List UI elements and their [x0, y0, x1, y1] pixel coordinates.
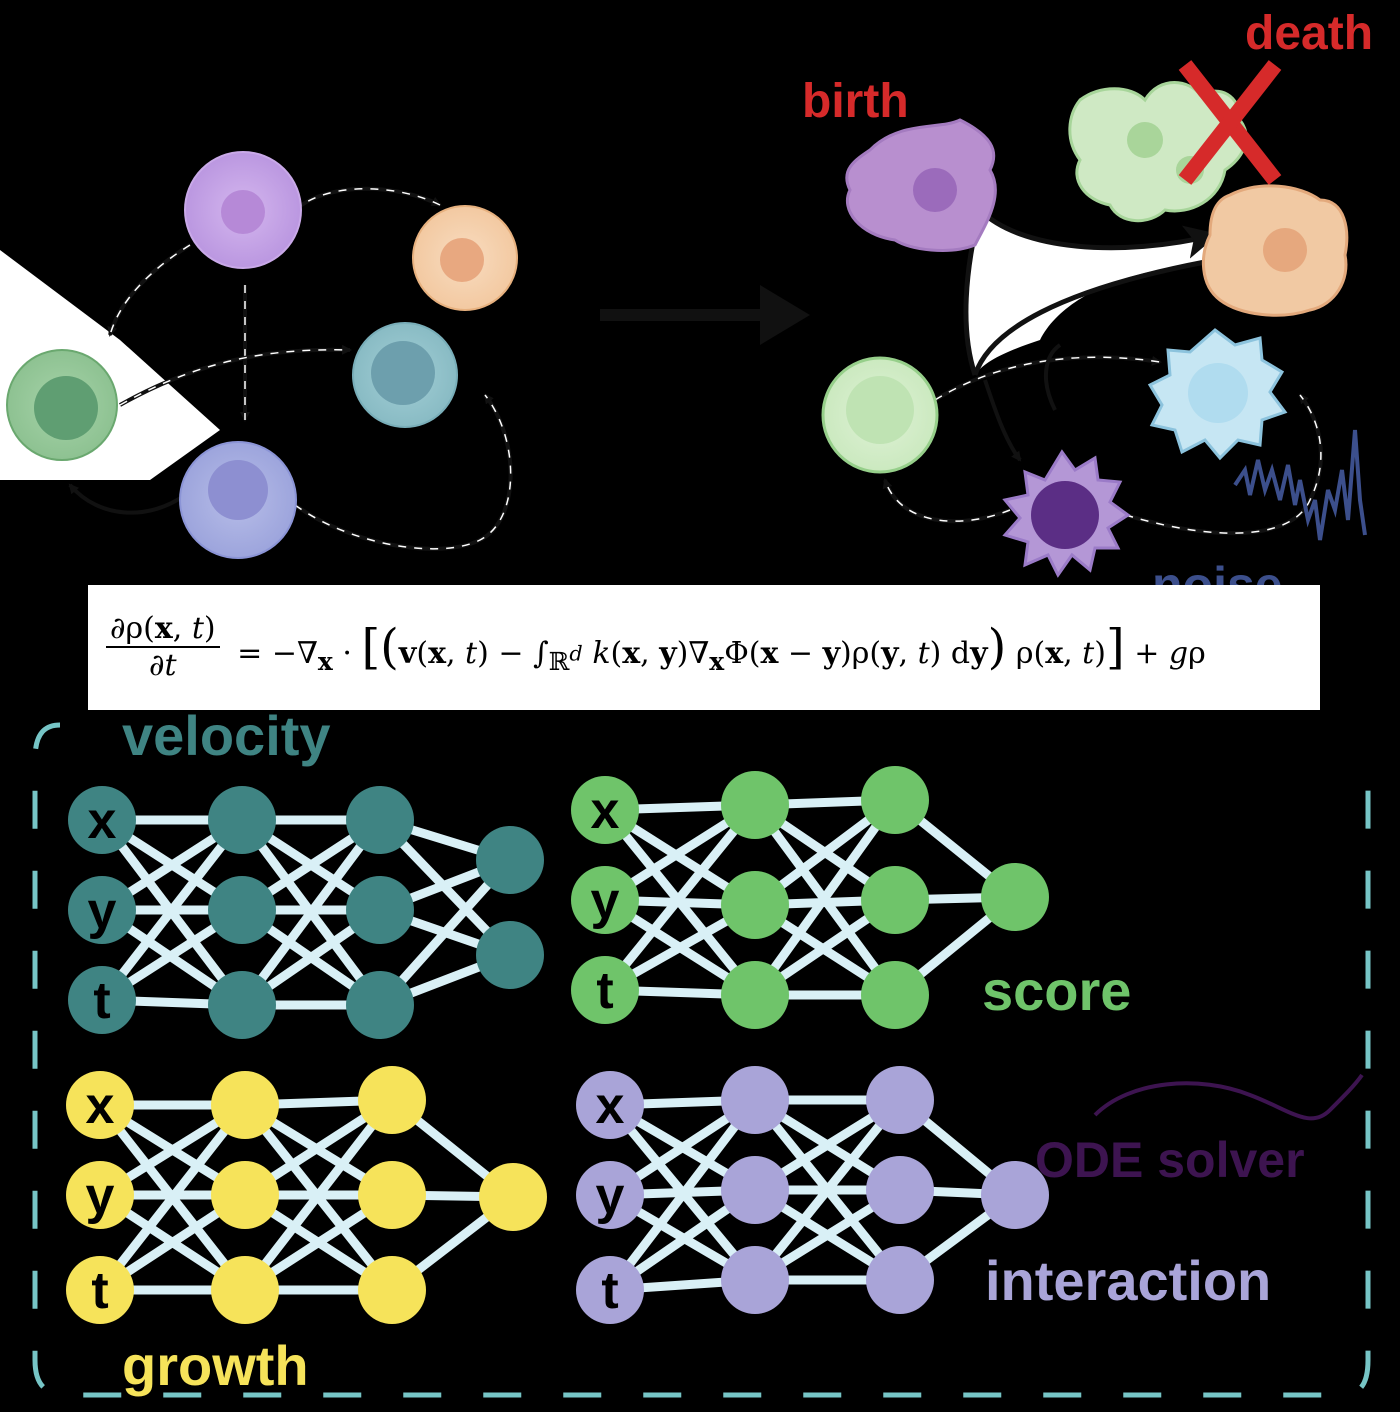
network-edge	[96, 1102, 249, 1293]
network-edge	[241, 1097, 396, 1293]
input-node-label: t	[93, 972, 110, 1030]
network-node	[208, 786, 276, 854]
network-node	[346, 971, 414, 1039]
growth-network: xyt	[66, 1066, 547, 1324]
network-node	[866, 1246, 934, 1314]
death-label: death	[1245, 7, 1374, 60]
interaction-network: xyt	[576, 1066, 1049, 1324]
input-node-label: y	[596, 1167, 625, 1225]
input-node	[571, 776, 639, 844]
cross-icon	[1178, 60, 1282, 185]
dashed-frame	[32, 722, 1371, 1398]
cell-icon	[1002, 449, 1131, 578]
input-node-label: x	[88, 792, 117, 850]
cell-icon	[352, 322, 458, 428]
interaction-label: interaction	[985, 1249, 1272, 1312]
network-node	[479, 1163, 547, 1231]
network-node	[208, 876, 276, 944]
network-node	[211, 1256, 279, 1324]
network-node	[981, 1161, 1049, 1229]
ode-solver-label: ODE solver	[1035, 1132, 1305, 1188]
left-arrows	[68, 186, 513, 551]
network-node	[358, 1066, 426, 1134]
network-edge	[751, 797, 899, 998]
cell-icon	[6, 349, 118, 461]
network-node	[981, 863, 1049, 931]
input-node-label: t	[596, 962, 613, 1020]
input-node	[66, 1161, 134, 1229]
input-node-label: y	[591, 872, 620, 930]
network-node	[861, 961, 929, 1029]
network-edge	[98, 817, 246, 1003]
network-edge	[606, 1097, 759, 1293]
input-node	[68, 786, 136, 854]
input-node-label: x	[591, 782, 620, 840]
network-node	[721, 871, 789, 939]
left-cell-graph	[0, 151, 518, 559]
network-node	[476, 826, 544, 894]
input-node	[571, 956, 639, 1024]
noise-trace-icon	[1233, 429, 1367, 541]
score-network: xyt	[571, 766, 1049, 1029]
birth-label: birth	[802, 75, 909, 128]
cell-icon	[845, 118, 997, 252]
input-node	[576, 1256, 644, 1324]
input-node	[576, 1071, 644, 1139]
cell-icon	[821, 356, 939, 474]
network-node	[866, 1156, 934, 1224]
cell-icon	[412, 205, 518, 311]
input-node-label: t	[91, 1262, 108, 1320]
input-node	[68, 876, 136, 944]
network-node	[476, 921, 544, 989]
input-node	[66, 1256, 134, 1324]
network-edge	[601, 802, 759, 993]
cell-icon	[1201, 184, 1349, 317]
cell-icon	[184, 151, 302, 269]
network-edge	[751, 1097, 904, 1283]
velocity-label: velocity	[122, 704, 331, 767]
network-node	[861, 866, 929, 934]
network-node	[208, 971, 276, 1039]
network-node	[346, 786, 414, 854]
ode-curve-icon	[1093, 1073, 1364, 1121]
network-node	[721, 1246, 789, 1314]
input-node-label: y	[86, 1167, 115, 1225]
score-label: score	[982, 959, 1132, 1022]
growth-label: growth	[122, 1334, 309, 1397]
network-node	[358, 1161, 426, 1229]
network-edge	[238, 817, 384, 1008]
network-node	[861, 766, 929, 834]
network-node	[721, 771, 789, 839]
network-node	[721, 1156, 789, 1224]
network-node	[346, 876, 414, 944]
input-node-label: t	[601, 1262, 618, 1320]
network-node	[721, 1066, 789, 1134]
right-cell-graph	[821, 60, 1367, 578]
input-node	[576, 1161, 644, 1229]
cell-icon	[1147, 328, 1288, 461]
network-node	[211, 1161, 279, 1229]
network-node	[358, 1256, 426, 1324]
network-node	[211, 1071, 279, 1139]
arrow-icon	[600, 285, 810, 345]
pde-equation: ∂ρ(x, t) ∂t = −∇x · [(v(x, t) − ∫ℝd k(x,…	[106, 611, 1206, 683]
velocity-network: xyt	[68, 786, 544, 1039]
network-node	[721, 961, 789, 1029]
input-node-label: x	[596, 1077, 625, 1135]
input-node	[68, 966, 136, 1034]
input-node-label: y	[88, 882, 117, 940]
cell-icon	[179, 441, 297, 559]
input-node	[571, 866, 639, 934]
network-node	[866, 1066, 934, 1134]
input-node-label: x	[86, 1077, 115, 1135]
input-node	[66, 1071, 134, 1139]
equation-box: ∂ρ(x, t) ∂t = −∇x · [(v(x, t) − ∫ℝd k(x,…	[88, 585, 1346, 710]
